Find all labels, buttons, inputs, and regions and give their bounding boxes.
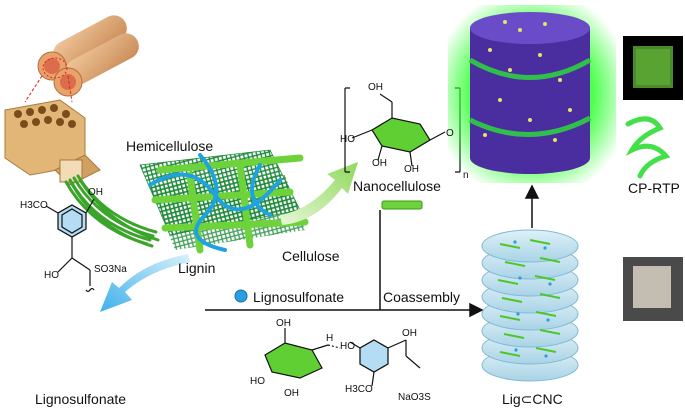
wood-logs-illustration: [24, 15, 139, 103]
chem-n: n: [463, 170, 469, 181]
fibril-bundle: [64, 174, 160, 248]
blue-arrow: [100, 254, 190, 312]
label-lignosulfonate-legend: Lignosulfonate: [253, 289, 345, 305]
chem-so3na: SO3Na: [94, 264, 127, 275]
chem-oh-nano-3: OH: [404, 164, 419, 175]
layered-disc-stack: [481, 229, 579, 382]
chem-methoxy: H3CO: [20, 200, 48, 211]
chem-oh-nano: OH: [368, 82, 383, 93]
chem-nao3s: NaO3S: [398, 392, 431, 403]
label-cp-rtp: CP-RTP: [628, 180, 680, 196]
cp-rtp-cylinder: [448, 5, 616, 183]
label-cellulose: Cellulose: [282, 248, 340, 264]
label-coassembly: Coassembly: [383, 289, 461, 305]
green-arrow: [280, 162, 358, 225]
chem-ho-nano: HO: [340, 134, 355, 145]
chem-h3co-bottom: H3CO: [345, 384, 373, 395]
flow-arrows: [205, 184, 540, 318]
chem-ho-bottom-left: HO: [250, 376, 265, 387]
chem-h-bond: H: [326, 333, 334, 344]
chem-oh-nano-2: OH: [372, 158, 387, 169]
cp-rtp-photo: [623, 36, 683, 100]
label-nanocellulose: Nanocellulose: [353, 178, 441, 194]
lig-cnc-photo: [623, 257, 683, 321]
nanocellulose-rod: [381, 200, 423, 210]
lignosulfonate-legend-dot: [234, 289, 248, 303]
lignocellulose-network: [139, 149, 309, 254]
chem-oh-bottom: OH: [276, 318, 291, 329]
nanocellulose-structure: [344, 87, 461, 173]
chem-oh-bottom-2: OH: [402, 328, 417, 339]
label-lignosulfonate-bottom: Lignosulfonate: [35, 391, 127, 407]
chem-oh-bottom-3: OH: [284, 388, 299, 399]
label-hemicellulose: Hemicellulose: [126, 138, 214, 154]
hydrogen-bond-structure: [264, 328, 421, 387]
label-lignin: Lignin: [178, 260, 216, 276]
label-lig-cnc: Lig⊂CNC: [502, 391, 563, 407]
chem-ho: HO: [44, 270, 59, 281]
chem-oh-top: OH: [88, 187, 103, 198]
chem-ho-bottom: HO: [340, 341, 355, 352]
chem-o-nano: O: [446, 128, 454, 139]
cell-wall-block: [4, 99, 101, 186]
green-spring-icon: [625, 116, 671, 179]
lignosulfonate-structure: [45, 198, 95, 293]
